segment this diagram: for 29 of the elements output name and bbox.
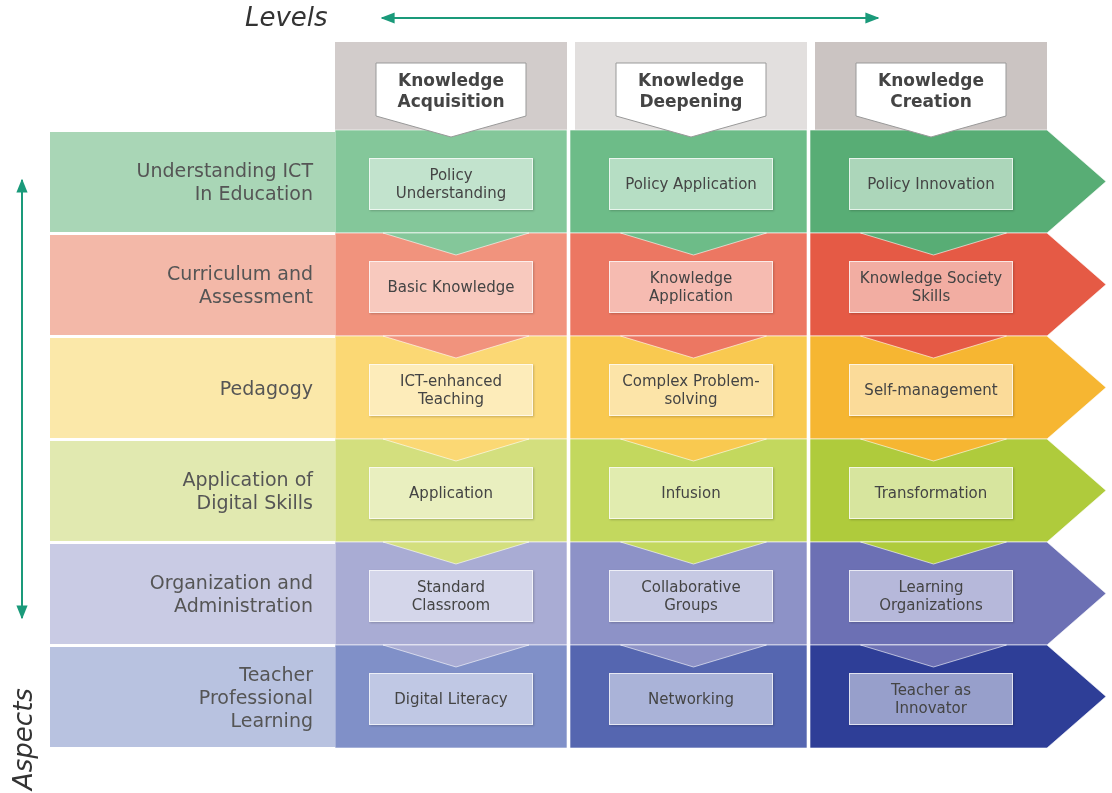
skill-box: Learning Organizations xyxy=(849,570,1013,622)
skill-box: Networking xyxy=(609,673,773,725)
skill-box: Policy Innovation xyxy=(849,158,1013,210)
aspect-band: Application of Digital Skills xyxy=(50,441,335,541)
skill-box: Complex Problem-solving xyxy=(609,364,773,416)
skill-box: Knowledge Society Skills xyxy=(849,261,1013,313)
skill-box: Collaborative Groups xyxy=(609,570,773,622)
skill-box: Infusion xyxy=(609,467,773,519)
skill-box: Knowledge Application xyxy=(609,261,773,313)
aspect-band: Teacher Professional Learning xyxy=(50,647,335,747)
skill-box: ICT-enhanced Teaching xyxy=(369,364,533,416)
skill-box: Self-management xyxy=(849,364,1013,416)
aspect-band: Understanding ICT In Education xyxy=(50,132,335,232)
skill-box: Transformation xyxy=(849,467,1013,519)
skill-box: Teacher as Innovator xyxy=(849,673,1013,725)
skill-box: Application xyxy=(369,467,533,519)
skill-box: Digital Literacy xyxy=(369,673,533,725)
level-header-tag: Knowledge Acquisition xyxy=(375,62,527,138)
aspect-band: Organization and Administration xyxy=(50,544,335,644)
aspect-band: Pedagogy xyxy=(50,338,335,438)
level-header-tag: Knowledge Deepening xyxy=(615,62,767,138)
aspect-band: Curriculum and Assessment xyxy=(50,235,335,335)
skill-box: Policy Understanding xyxy=(369,158,533,210)
skill-box: Basic Knowledge xyxy=(369,261,533,313)
axis-label: Levels xyxy=(245,2,328,32)
skill-box: Policy Application xyxy=(609,158,773,210)
level-header-tag: Knowledge Creation xyxy=(855,62,1007,138)
axis-label: Aspects xyxy=(8,688,38,790)
skill-box: Standard Classroom xyxy=(369,570,533,622)
